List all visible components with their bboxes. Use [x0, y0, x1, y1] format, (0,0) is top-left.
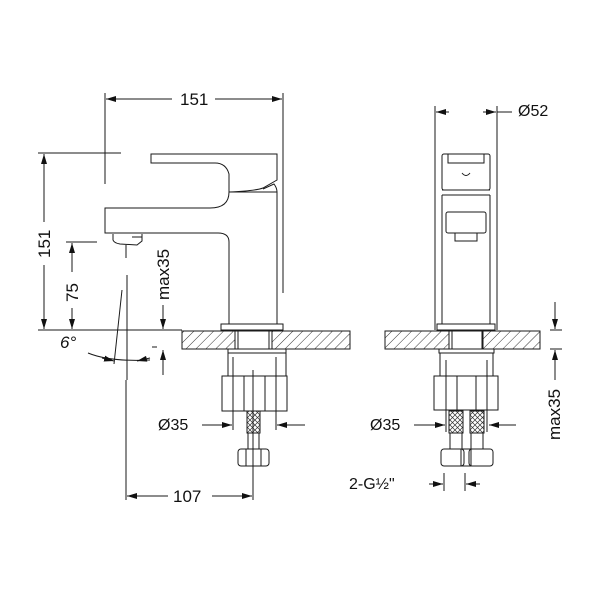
dim-overall-width: 151 [180, 90, 209, 109]
dim-connection: 2-G½" [349, 476, 395, 493]
side-view [38, 93, 351, 500]
dim-spout-height: 75 [63, 283, 82, 302]
dim-spout-reach: 107 [173, 487, 202, 506]
front-view [384, 106, 562, 491]
dim-shank-diameter-side: Ø35 [158, 417, 189, 434]
dim-overall-height: 151 [35, 229, 54, 258]
dim-body-diameter: Ø52 [518, 103, 549, 120]
dim-shank-diameter-front: Ø35 [370, 417, 401, 434]
dim-max-deck-front: max35 [545, 388, 564, 440]
dim-max-deck-side: max35 [154, 248, 173, 300]
dim-spout-angle: 6° [60, 333, 77, 352]
